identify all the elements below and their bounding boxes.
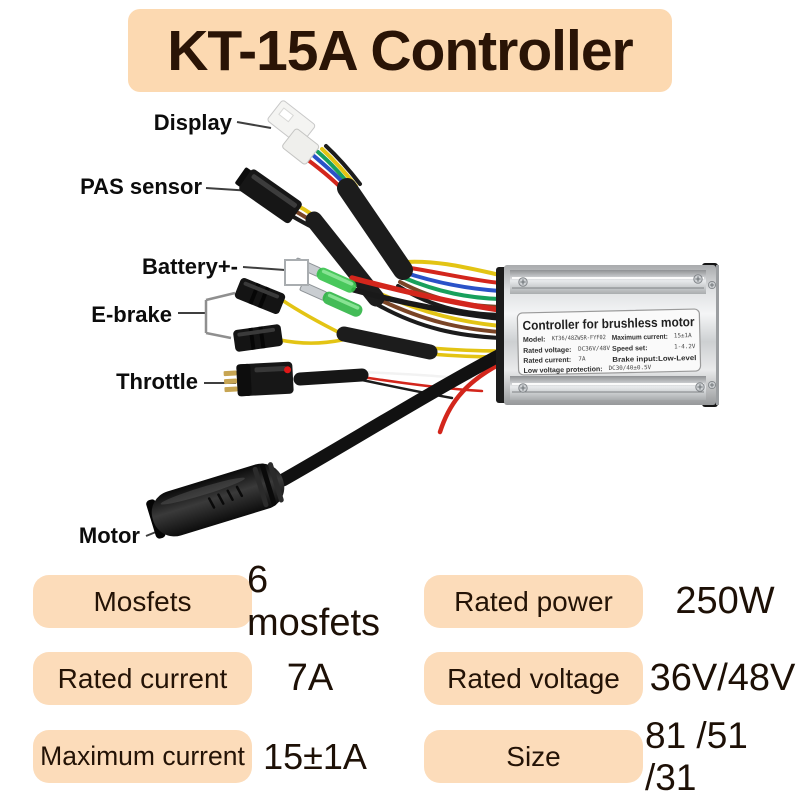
ebrake-connector-upper bbox=[234, 278, 286, 314]
plate-lvp-label: Low voltage protection: bbox=[524, 366, 603, 375]
controller-box: Controller for brushless motor Model: KT… bbox=[496, 263, 719, 407]
red-wire-loop bbox=[437, 361, 503, 435]
ebrake-bracket bbox=[204, 291, 236, 340]
callout-label-pas-sensor: PAS sensor bbox=[80, 174, 202, 199]
plate-model-value: KT36/48ZWSR-FYF02 bbox=[552, 335, 607, 342]
spec-value-maximum-current: 15±1A bbox=[263, 735, 367, 777]
spec-badge-maximum-current: Maximum current bbox=[33, 730, 252, 783]
plate-rated-current-value: 7A bbox=[578, 357, 586, 363]
pas-connector bbox=[235, 167, 302, 224]
callout-label-ebrake: E-brake bbox=[91, 302, 172, 327]
battery-wires bbox=[349, 275, 503, 321]
spec-badge-size: Size bbox=[424, 730, 643, 783]
callout-label-battery: Battery+- bbox=[142, 254, 238, 279]
plate-max-current-label: Maximum current: bbox=[612, 334, 668, 342]
plate-max-current-value: 15±1A bbox=[674, 333, 692, 339]
spec-badge-rated-current: Rated current bbox=[33, 652, 252, 705]
callout-label-throttle: Throttle bbox=[116, 369, 198, 394]
plate-header: Controller for brushless motor bbox=[522, 314, 694, 333]
spec-value-rated-current: 7A bbox=[286, 657, 334, 699]
spec-value-size: 81 /51 /31 bbox=[645, 714, 748, 798]
throttle-wires bbox=[293, 368, 484, 400]
spec-badge-mosfets: Mosfets bbox=[33, 575, 252, 628]
throttle-connector bbox=[223, 361, 294, 397]
spec-value-mosfets: 6 mosfets bbox=[247, 558, 381, 644]
plate-speed-set-value: 1-4.2V bbox=[674, 344, 696, 350]
plate-rated-current-label: Rated current: bbox=[523, 357, 571, 365]
plate-lvp-value: DC30/40±0.5V bbox=[609, 365, 652, 372]
motor-connector bbox=[146, 462, 285, 539]
page-title: KT-15A Controller bbox=[128, 9, 672, 92]
plate-rated-voltage-label: Rated voltage: bbox=[523, 347, 571, 355]
spec-badge-rated-power: Rated power bbox=[424, 575, 643, 628]
callout-label-motor: Motor bbox=[78, 523, 140, 548]
display-connector bbox=[267, 100, 320, 165]
spec-plate: Controller for brushless motor Model: KT… bbox=[516, 308, 702, 376]
battery-bracket bbox=[284, 259, 309, 286]
motor-cable bbox=[276, 347, 509, 487]
callout-label-display: Display bbox=[153, 110, 232, 135]
ebrake-wires bbox=[278, 298, 502, 360]
spec-value-rated-voltage: 36V/48V bbox=[649, 657, 796, 699]
battery-terminals bbox=[284, 257, 363, 317]
spec-badge-rated-voltage: Rated voltage bbox=[424, 652, 643, 705]
plate-rated-voltage-value: DC36V/48V bbox=[578, 346, 610, 353]
plate-speed-set-label: Speed set: bbox=[612, 345, 648, 353]
plate-model-label: Model: bbox=[523, 336, 546, 344]
controller-photo: Controller for brushless motor Model: KT… bbox=[145, 100, 719, 539]
ebrake-connector-lower bbox=[233, 324, 283, 352]
plate-brake-input: Brake input:Low-Level bbox=[612, 355, 696, 364]
spec-value-rated-power: 250W bbox=[675, 580, 775, 622]
